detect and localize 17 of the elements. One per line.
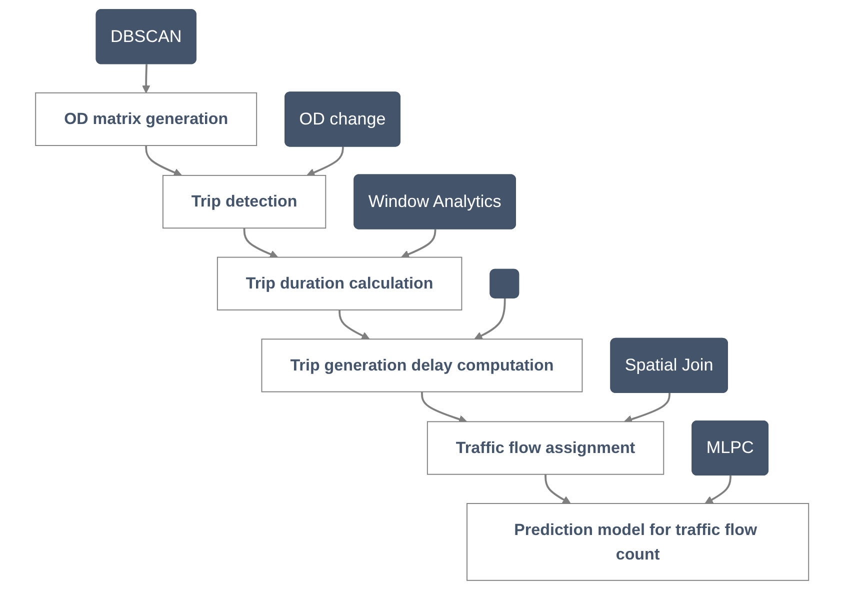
arrow [338, 310, 370, 340]
node-box: Trip detection [162, 174, 326, 229]
arrow [420, 392, 467, 424]
node-box: Prediction model for traffic flow count [466, 503, 809, 581]
node-box: OD matrix generation [35, 92, 257, 146]
node-box: Trip duration calculation [216, 256, 462, 310]
arrow [243, 228, 278, 258]
arrow [142, 64, 150, 94]
arrow [400, 229, 436, 258]
arrow [624, 392, 670, 424]
arrow [145, 146, 182, 176]
node-box: Traffic flow assignment [426, 421, 664, 475]
node-box: Trip generation delay computation [261, 338, 583, 392]
arrow [474, 298, 506, 340]
arrow [306, 146, 344, 176]
arrow [544, 474, 571, 504]
arrow [704, 476, 732, 504]
